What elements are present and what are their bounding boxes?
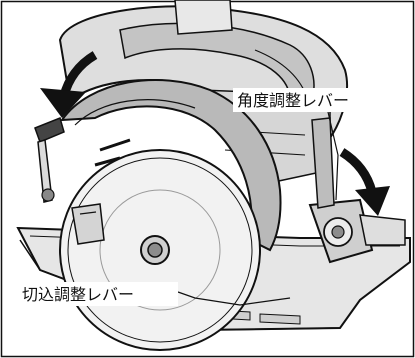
depth-lever-leader-line xyxy=(177,291,291,306)
bevel-adjust-mechanism xyxy=(308,117,406,264)
blade-guard xyxy=(59,79,282,252)
blade-bolt xyxy=(140,235,170,265)
depth-adjust-lever xyxy=(71,203,105,245)
depth-lever-label-bg xyxy=(18,282,178,306)
left-rotation-arrow xyxy=(40,51,98,118)
depth-adjust-lever-label: 切込調整レバー xyxy=(22,285,134,304)
callout-lines xyxy=(177,111,339,306)
right-rotation-arrow xyxy=(339,148,390,216)
bevel-lever-label-bg xyxy=(233,88,385,112)
lower-guard-lever xyxy=(34,116,65,203)
bevel-adjust-lever-label: 角度調整レバー xyxy=(237,91,349,110)
bevel-lever-leader-line xyxy=(327,111,339,201)
